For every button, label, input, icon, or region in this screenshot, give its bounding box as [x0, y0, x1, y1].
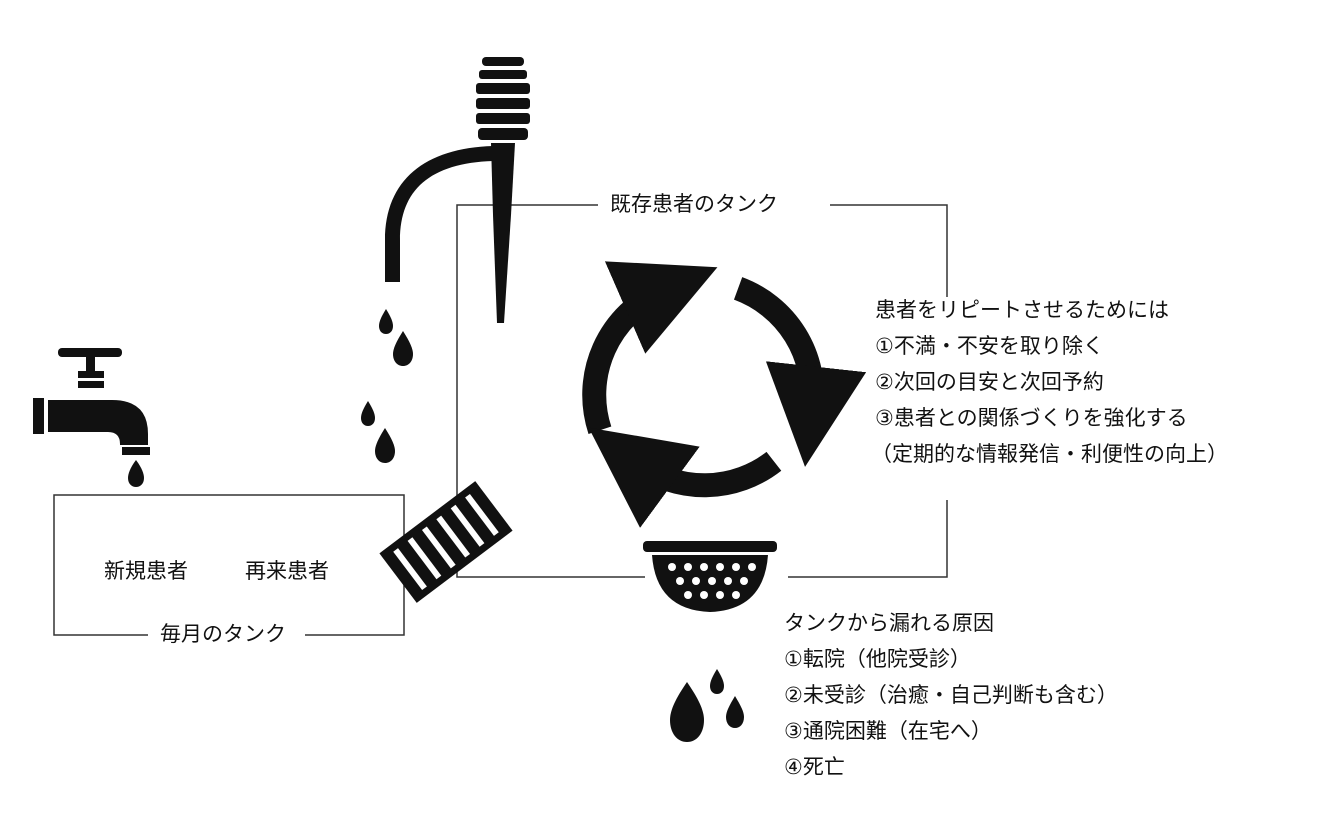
leak-item: ②未受診（治癒・自己判断も含む）	[784, 683, 1118, 707]
repeat-item: ①不満・不安を取り除く	[875, 334, 1104, 358]
repeat-item: （定期的な情報発信・利便性の向上）	[871, 442, 1228, 466]
leak-heading: タンクから漏れる原因	[784, 611, 994, 635]
cycle-arrows-icon	[582, 261, 867, 528]
water-drops-icon	[361, 309, 413, 463]
new-patients-label: 新規患者	[104, 559, 188, 583]
leak-drops-icon	[670, 669, 744, 742]
repeat-heading: 患者をリピートさせるためには	[875, 298, 1169, 322]
monthly-tank-frame	[53, 494, 405, 636]
existing-tank-label: 既存患者のタンク	[610, 192, 778, 216]
existing-tank-frame	[456, 204, 948, 578]
returning-patients-label: 再来患者	[245, 559, 329, 583]
drain-grate-icon	[379, 481, 513, 603]
leak-item: ④死亡	[784, 755, 845, 779]
faucet-icon	[33, 348, 150, 487]
repeat-item: ②次回の目安と次回予約	[875, 370, 1104, 394]
repeat-item: ③患者との関係づくりを強化する	[875, 406, 1188, 430]
leak-section: タンクから漏れる原因 ①転院（他院受診） ②未受診（治癒・自己判断も含む） ③通…	[784, 613, 1118, 793]
repeat-section: 患者をリピートさせるためには ①不満・不安を取り除く ②次回の目安と次回予約 ③…	[871, 298, 1228, 480]
pump-nozzle-icon	[385, 57, 530, 323]
leak-item: ③通院困難（在宅へ）	[784, 719, 992, 743]
monthly-tank-label: 毎月のタンク	[160, 622, 286, 646]
leak-item: ①転院（他院受診）	[784, 647, 971, 671]
strainer-icon	[643, 541, 777, 612]
